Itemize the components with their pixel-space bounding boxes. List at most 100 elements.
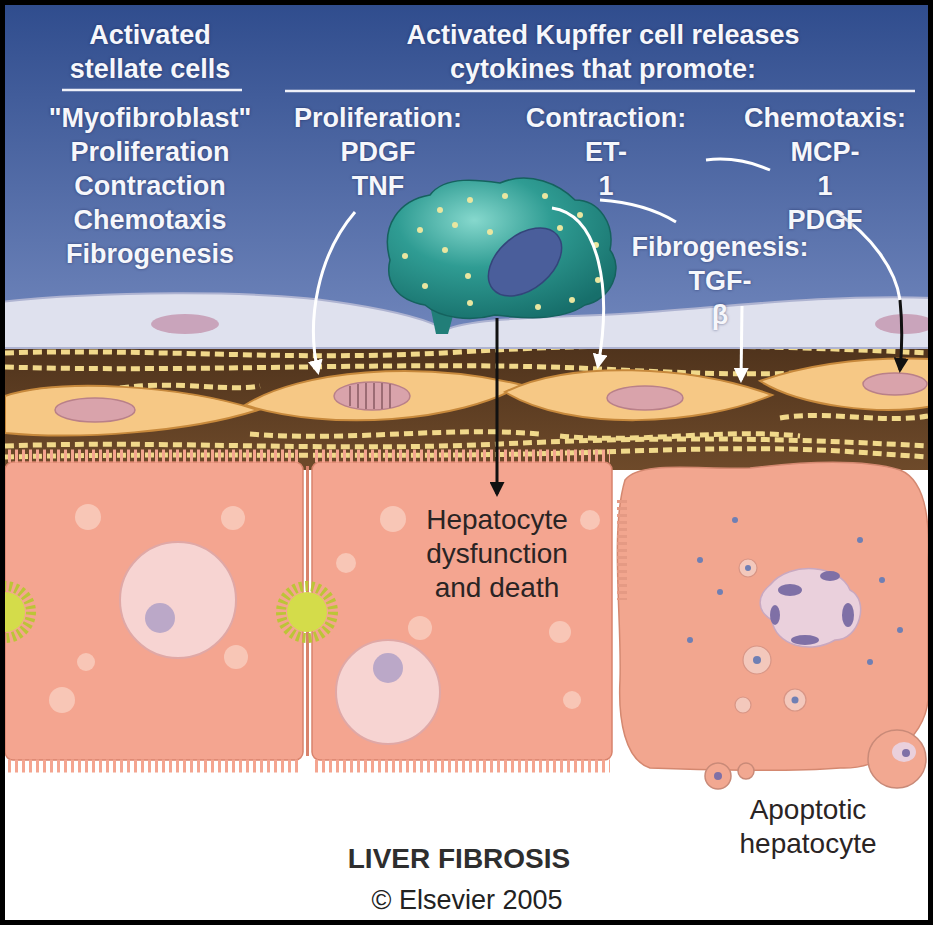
- text-holder: Activated Kupffer cell releases cytokine…: [383, 18, 823, 86]
- chromatin: [791, 635, 819, 645]
- text-holder: MCP-1 PDGF: [788, 135, 863, 237]
- droplet: [549, 621, 571, 643]
- droplet: [580, 510, 600, 530]
- apoptotic-body: [738, 763, 754, 779]
- signal-arrow: [314, 212, 355, 372]
- text-holder: Hepatocyte dysfunction and death: [407, 503, 587, 605]
- stellate-cell: [245, 371, 522, 420]
- sinusoid-band: [0, 0, 933, 335]
- feature-list: "Myofibroblast" Proliferation Contractio…: [49, 101, 252, 271]
- debris-dot: [687, 637, 693, 643]
- apoptotic-vesicles: [735, 559, 806, 713]
- vesicle: [735, 697, 751, 713]
- text-holder: ET-1: [585, 135, 627, 203]
- debris-dot: [732, 517, 738, 523]
- stellate-cells: [5, 358, 933, 435]
- text-holder: Contraction:: [526, 101, 686, 135]
- copyright-note: © Elsevier 2005: [372, 884, 563, 916]
- chromatin: [778, 584, 802, 596]
- signal-arrow: [552, 208, 603, 366]
- cytokine-effect: Chemotaxis:: [744, 101, 906, 135]
- granule: [487, 229, 493, 235]
- nuclear-fragment: [892, 742, 916, 762]
- droplet: [563, 691, 581, 709]
- droplet: [49, 687, 75, 713]
- chromatin: [770, 605, 780, 625]
- granule: [452, 222, 458, 228]
- droplet: [380, 506, 406, 532]
- granule: [502, 193, 508, 199]
- kupffer-cell: [387, 178, 616, 318]
- cytokine-list: ET-1: [585, 135, 627, 203]
- granule: [569, 297, 575, 303]
- nucleus: [863, 373, 927, 395]
- cell-label: Apoptotic hepatocyte: [728, 793, 888, 861]
- debris-dot: [792, 697, 799, 704]
- cytokine-list: TGF-β: [689, 264, 752, 332]
- hepatocyte: [5, 462, 303, 760]
- granule: [465, 273, 471, 279]
- space-of-disse: [0, 330, 933, 470]
- frame: [3, 3, 931, 923]
- signal-arrow: [496, 318, 499, 494]
- mitotic-spindle: [350, 383, 390, 409]
- apoptotic-cell-body: [617, 462, 928, 770]
- cytokine-list: PDGF TNF: [340, 135, 415, 203]
- figure-caption: LIVER FIBROSIS: [348, 842, 570, 876]
- cytokine-effect: Fibrogenesis:: [631, 230, 808, 264]
- cytokine-effect: Contraction:: [526, 101, 686, 135]
- text-holder: Apoptotic hepatocyte: [728, 793, 888, 861]
- droplet: [336, 553, 356, 573]
- chromatin: [820, 571, 840, 581]
- heading-rule: [285, 90, 915, 93]
- microvilli-row: [8, 450, 300, 463]
- fragmented-nucleus: [760, 569, 861, 647]
- granule: [535, 304, 541, 310]
- fibril: [5, 449, 928, 457]
- debris-dot: [879, 577, 885, 583]
- kupffer-granules: [402, 193, 601, 310]
- debris-dot: [867, 659, 873, 665]
- debris-dot: [897, 627, 903, 633]
- text-holder: "Myofibroblast" Proliferation Contractio…: [49, 101, 252, 271]
- section-heading: Activated stellate cells: [50, 18, 250, 86]
- heading-rule: [62, 89, 242, 92]
- nucleus: [607, 386, 683, 410]
- bile-canaliculus-villi: [281, 586, 333, 638]
- leader-line: [706, 159, 770, 170]
- granule: [577, 212, 583, 218]
- droplet: [408, 616, 432, 640]
- collagen-fibrils: [5, 346, 928, 457]
- stellate-cell: [5, 386, 258, 436]
- granule: [467, 300, 473, 306]
- vesicle: [739, 559, 757, 577]
- chromatin: [714, 772, 722, 780]
- bile-canaliculus: [287, 592, 327, 632]
- granule: [542, 193, 548, 199]
- granule: [417, 227, 423, 233]
- apoptotic-hepatocyte: Apoptotic hepatocyte: [618, 458, 928, 864]
- debris-dot: [717, 589, 723, 595]
- text-holder: TGF-β: [689, 264, 752, 332]
- mitotic-nucleus: [334, 382, 410, 410]
- debris-dot: [697, 557, 703, 563]
- hepatocyte-nucleus: [336, 640, 440, 744]
- vesicle: [784, 689, 806, 711]
- hepatocyte: [312, 462, 612, 760]
- stellate-nuclei: [55, 373, 927, 422]
- debris-dot: [753, 656, 761, 664]
- nucleus: [55, 398, 135, 422]
- granule: [437, 207, 443, 213]
- signal-arrow: [741, 306, 742, 380]
- stellate-cell: [760, 358, 933, 409]
- microvilli-row: [617, 500, 627, 600]
- fibril: [5, 439, 928, 447]
- text-holder: Fibrogenesis:: [631, 230, 808, 264]
- text-holder: LIVER FIBROSIS: [348, 842, 570, 876]
- text-holder: © Elsevier 2005: [372, 884, 563, 916]
- cytokine-effect: Proliferation:: [294, 101, 462, 135]
- outcome-label: Hepatocyte dysfunction and death: [407, 503, 587, 605]
- lipid-droplets: [49, 504, 600, 713]
- leader-line: [600, 200, 676, 222]
- droplet: [77, 653, 95, 671]
